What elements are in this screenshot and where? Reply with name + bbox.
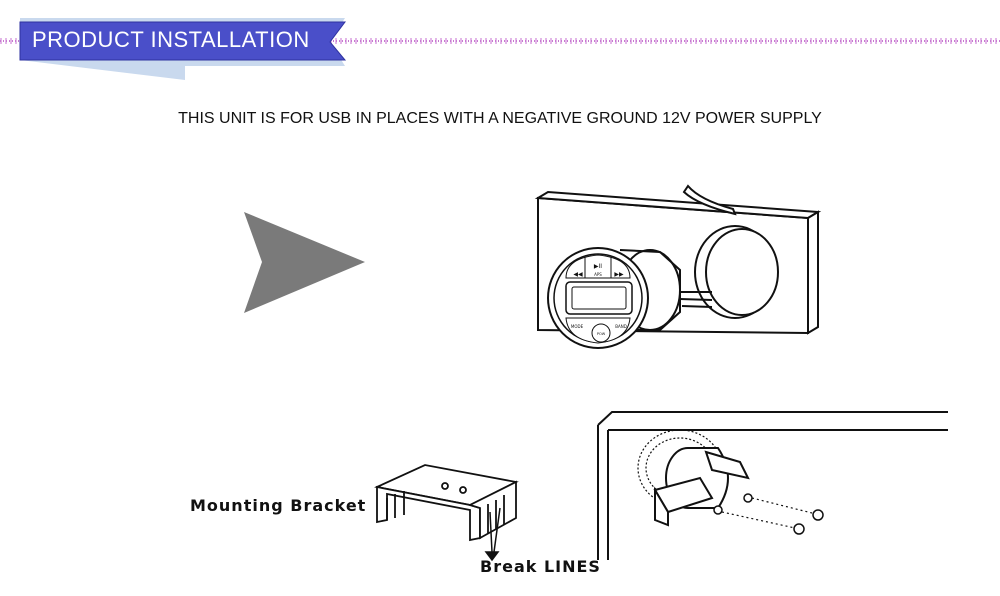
radio-unit-face <box>547 247 649 349</box>
pow-label: POW <box>597 332 606 336</box>
break-lines-label: Break LINES <box>480 557 601 576</box>
prev-label: ◀◀ <box>573 271 583 278</box>
headline-text: THIS UNIT IS FOR USB IN PLACES WITH A NE… <box>178 110 822 127</box>
break-lines-arrows <box>484 507 501 562</box>
play-pause-label: ▶II <box>594 263 602 270</box>
aps-label: APS <box>594 272 602 277</box>
mode-label: MODE <box>571 324 584 329</box>
next-label: ▶▶ <box>614 271 624 278</box>
mounting-bracket-illustration <box>374 464 519 542</box>
arrow-right-icon <box>244 212 365 313</box>
page-title: PRODUCT INSTALLATION <box>32 27 310 52</box>
installation-detail-illustration <box>597 411 948 560</box>
panel-illustration <box>534 184 822 335</box>
header-ribbon <box>20 22 345 60</box>
header-banner <box>0 18 1000 80</box>
band-label: BAND <box>615 324 627 329</box>
mounting-bracket-label: Mounting Bracket <box>190 496 367 515</box>
